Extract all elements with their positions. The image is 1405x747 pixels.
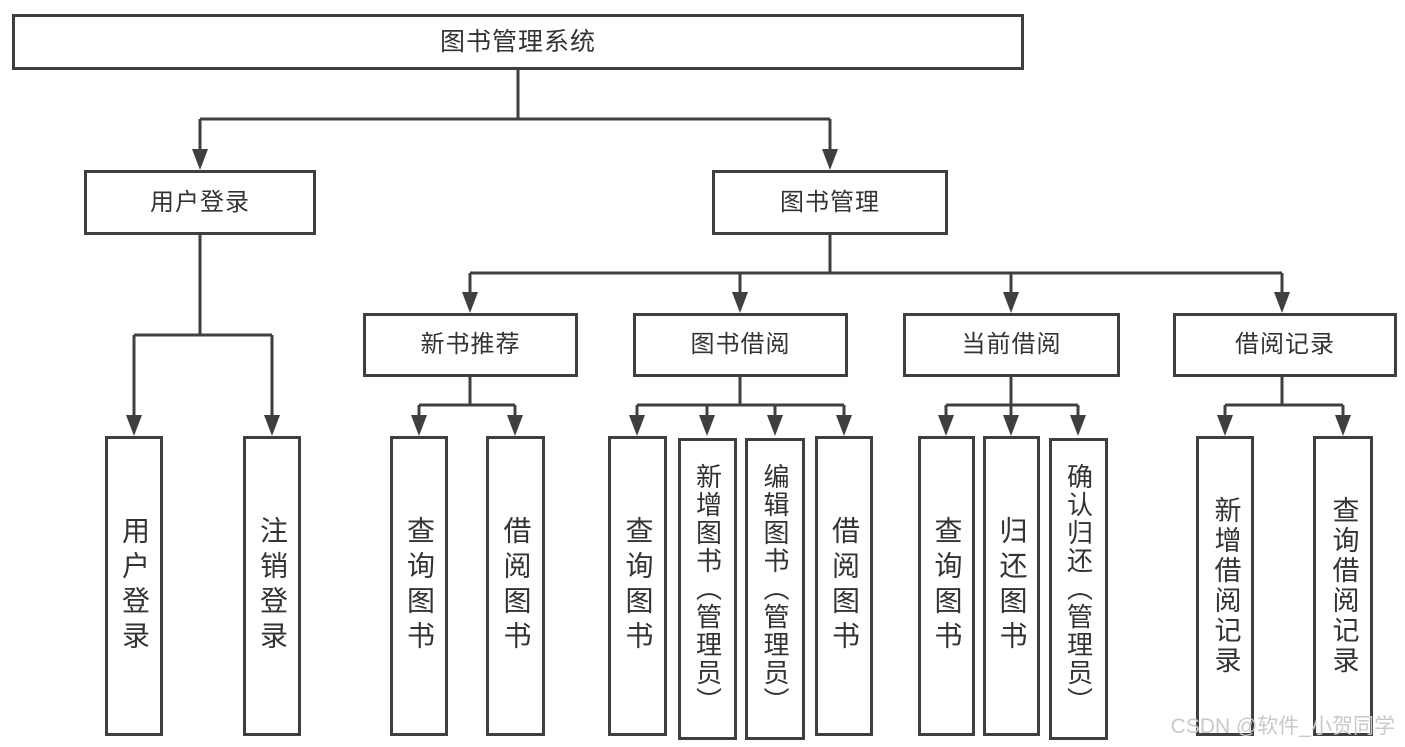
leaf-borrow-book-2: 借阅图书 <box>815 436 873 736</box>
leaf-add-book-admin: 新增图书（管理员） <box>678 438 737 740</box>
arrow-icon <box>507 415 523 436</box>
arrow-icon <box>411 415 427 436</box>
edge-userlogin-to-leaves <box>132 235 274 418</box>
node-label: 借阅记录 <box>1235 331 1335 358</box>
node-label: 借阅图书 <box>500 516 532 656</box>
node-label: 新增借阅记录 <box>1210 496 1241 676</box>
leaf-edit-book-admin: 编辑图书（管理员） <box>745 438 805 740</box>
node-new-book-recommend: 新书推荐 <box>363 313 578 377</box>
leaf-query-book-3: 查询图书 <box>918 436 975 736</box>
node-current-borrow: 当前借阅 <box>903 313 1120 377</box>
edge-newbookrec-to-leaves <box>417 377 517 418</box>
arrow-icon <box>1274 292 1290 313</box>
node-borrow-record: 借阅记录 <box>1173 313 1397 377</box>
leaf-user-login: 用户登录 <box>105 436 163 736</box>
node-label: 查询图书 <box>404 516 435 656</box>
node-label: 新书推荐 <box>420 331 521 358</box>
node-label: 图书借阅 <box>690 331 791 358</box>
node-label: 查询图书 <box>622 516 654 656</box>
arrow-icon <box>264 415 280 436</box>
leaf-return-book: 归还图书 <box>983 436 1040 736</box>
leaf-query-book-2: 查询图书 <box>608 436 667 736</box>
node-label: 图书管理系统 <box>439 27 596 56</box>
arrowheads <box>126 149 1351 436</box>
edge-bookborrow-to-leaves <box>635 377 846 418</box>
edge-bookmgmt-to-level3 <box>468 235 1284 295</box>
node-label: 当前借阅 <box>961 331 1062 358</box>
node-label: 注销登录 <box>257 516 288 656</box>
node-book-borrow: 图书借阅 <box>633 313 848 377</box>
arrow-icon <box>1335 415 1351 436</box>
leaf-add-borrow-record: 新增借阅记录 <box>1196 436 1254 736</box>
edge-currentborrow-to-leaves <box>944 377 1080 418</box>
node-label: 新增图书（管理员） <box>692 463 723 715</box>
node-label: 用户登录 <box>150 188 250 216</box>
arrow-icon <box>732 292 748 313</box>
csdn-watermark: CSDN @软件_小贺同学 <box>1170 715 1395 738</box>
leaf-borrow-book-1: 借阅图书 <box>486 436 545 736</box>
node-user-login: 用户登录 <box>84 170 316 235</box>
arrow-icon <box>699 415 715 436</box>
arrow-icon <box>629 415 645 436</box>
leaf-query-borrow-record: 查询借阅记录 <box>1313 436 1373 736</box>
node-label: 查询借阅记录 <box>1328 496 1359 676</box>
node-label: 图书管理 <box>780 188 880 216</box>
arrow-icon <box>1003 415 1019 436</box>
arrow-icon <box>1070 415 1086 436</box>
leaf-confirm-return-admin: 确认归还（管理员） <box>1049 438 1108 740</box>
node-label: 确认归还（管理员） <box>1063 463 1094 715</box>
node-label: 归还图书 <box>996 516 1028 656</box>
node-label: 编辑图书（管理员） <box>760 463 790 715</box>
arrow-icon <box>192 149 208 170</box>
node-book-management: 图书管理 <box>712 170 948 235</box>
leaf-query-book-1: 查询图书 <box>390 436 448 736</box>
arrow-icon <box>767 415 783 436</box>
arrow-icon <box>462 292 478 313</box>
arrow-icon <box>938 415 954 436</box>
edge-borrowrecord-to-leaves <box>1223 377 1345 418</box>
node-label: 查询图书 <box>931 516 963 656</box>
arrow-icon <box>822 149 838 170</box>
edge-root-to-level2 <box>198 70 832 152</box>
arrow-icon <box>1217 415 1233 436</box>
node-library-management-system: 图书管理系统 <box>12 14 1024 70</box>
node-label: 借阅图书 <box>829 516 860 656</box>
leaf-logout: 注销登录 <box>243 436 301 736</box>
arrow-icon <box>126 415 142 436</box>
arrow-icon <box>1003 292 1019 313</box>
node-label: 用户登录 <box>119 516 150 656</box>
arrow-icon <box>836 415 852 436</box>
